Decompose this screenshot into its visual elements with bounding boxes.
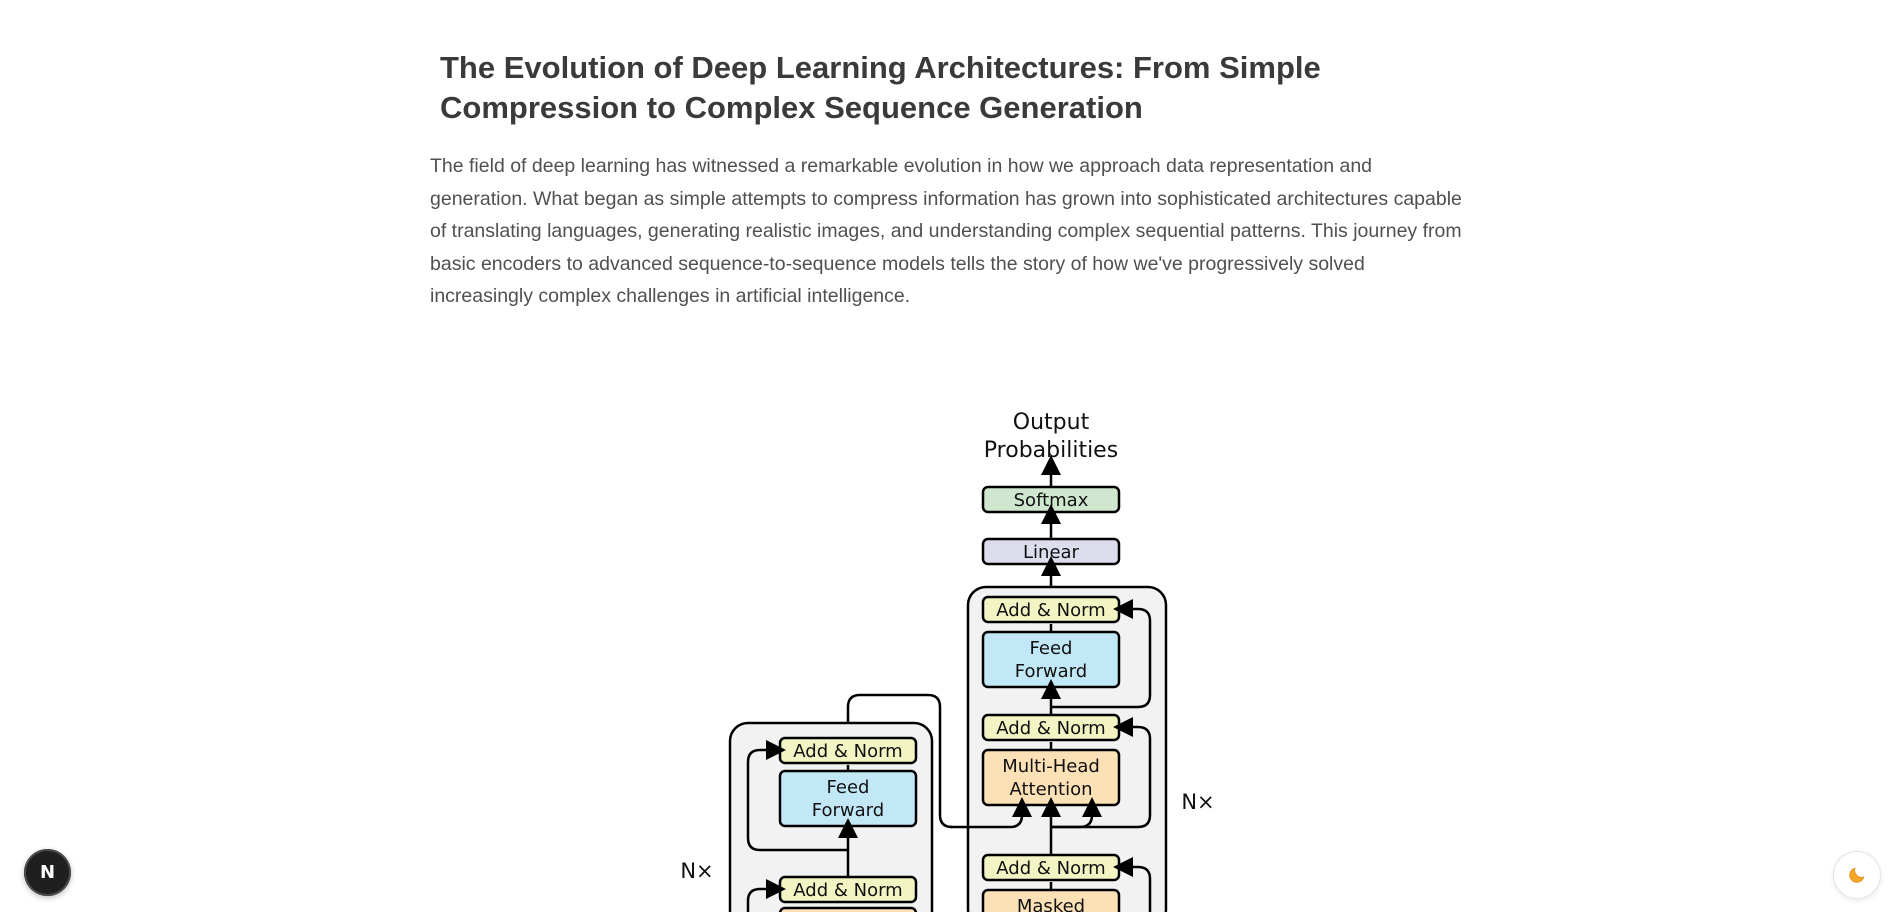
decoder-add-norm-1-label: Add & Norm (996, 858, 1105, 879)
decoder-add-norm-2-label: Add & Norm (996, 718, 1105, 739)
article-intro: The field of deep learning has witnessed… (430, 155, 1462, 307)
theme-toggle-button[interactable] (1833, 851, 1881, 899)
residual-decoder-mha (1051, 717, 1152, 829)
output-label-line2: Probabilities (984, 438, 1118, 463)
softmax-label: Softmax (1014, 490, 1089, 511)
decoder-attention-label: Attention (1009, 779, 1092, 800)
decoder-feed-label: Feed (1030, 638, 1073, 659)
arrow-mha-q (1051, 797, 1102, 829)
output-label-line1: Output (1013, 410, 1090, 435)
decoder-masked-label: Masked (1017, 896, 1085, 912)
article-title: The Evolution of Deep Learning Architect… (440, 50, 1321, 125)
encoder-multi-head-attention (778, 906, 918, 912)
decoder-multi-head-label: Multi-Head (1002, 756, 1100, 777)
decoder-nx-label: N× (1181, 790, 1214, 814)
encoder-to-decoder-connection (846, 693, 953, 829)
residual-decoder-ff (1051, 599, 1152, 709)
nextjs-dev-button[interactable]: N (24, 849, 71, 896)
residual-encoder-ff (746, 740, 848, 852)
arrow-mha-k (950, 797, 1032, 829)
encoder-forward-label: Forward (812, 800, 884, 821)
encoder-add-norm-1-label: Add & Norm (793, 880, 902, 901)
encoder-add-norm-2-label: Add & Norm (793, 741, 902, 762)
nextjs-logo-icon: N (39, 861, 56, 883)
residual-decoder-masked (1113, 857, 1152, 912)
linear-label: Linear (1023, 542, 1080, 563)
encoder-feed-label: Feed (827, 777, 870, 798)
residual-encoder-mha (746, 879, 786, 912)
moon-icon (1849, 867, 1865, 883)
decoder-add-norm-3-label: Add & Norm (996, 600, 1105, 621)
decoder-forward-label: Forward (1015, 661, 1087, 682)
transformer-diagram: Output Probabilities Softmax Linear Add … (680, 410, 1215, 912)
transformer-figure: Output Probabilities Softmax Linear Add … (660, 395, 1260, 912)
encoder-nx-label: N× (680, 859, 713, 883)
